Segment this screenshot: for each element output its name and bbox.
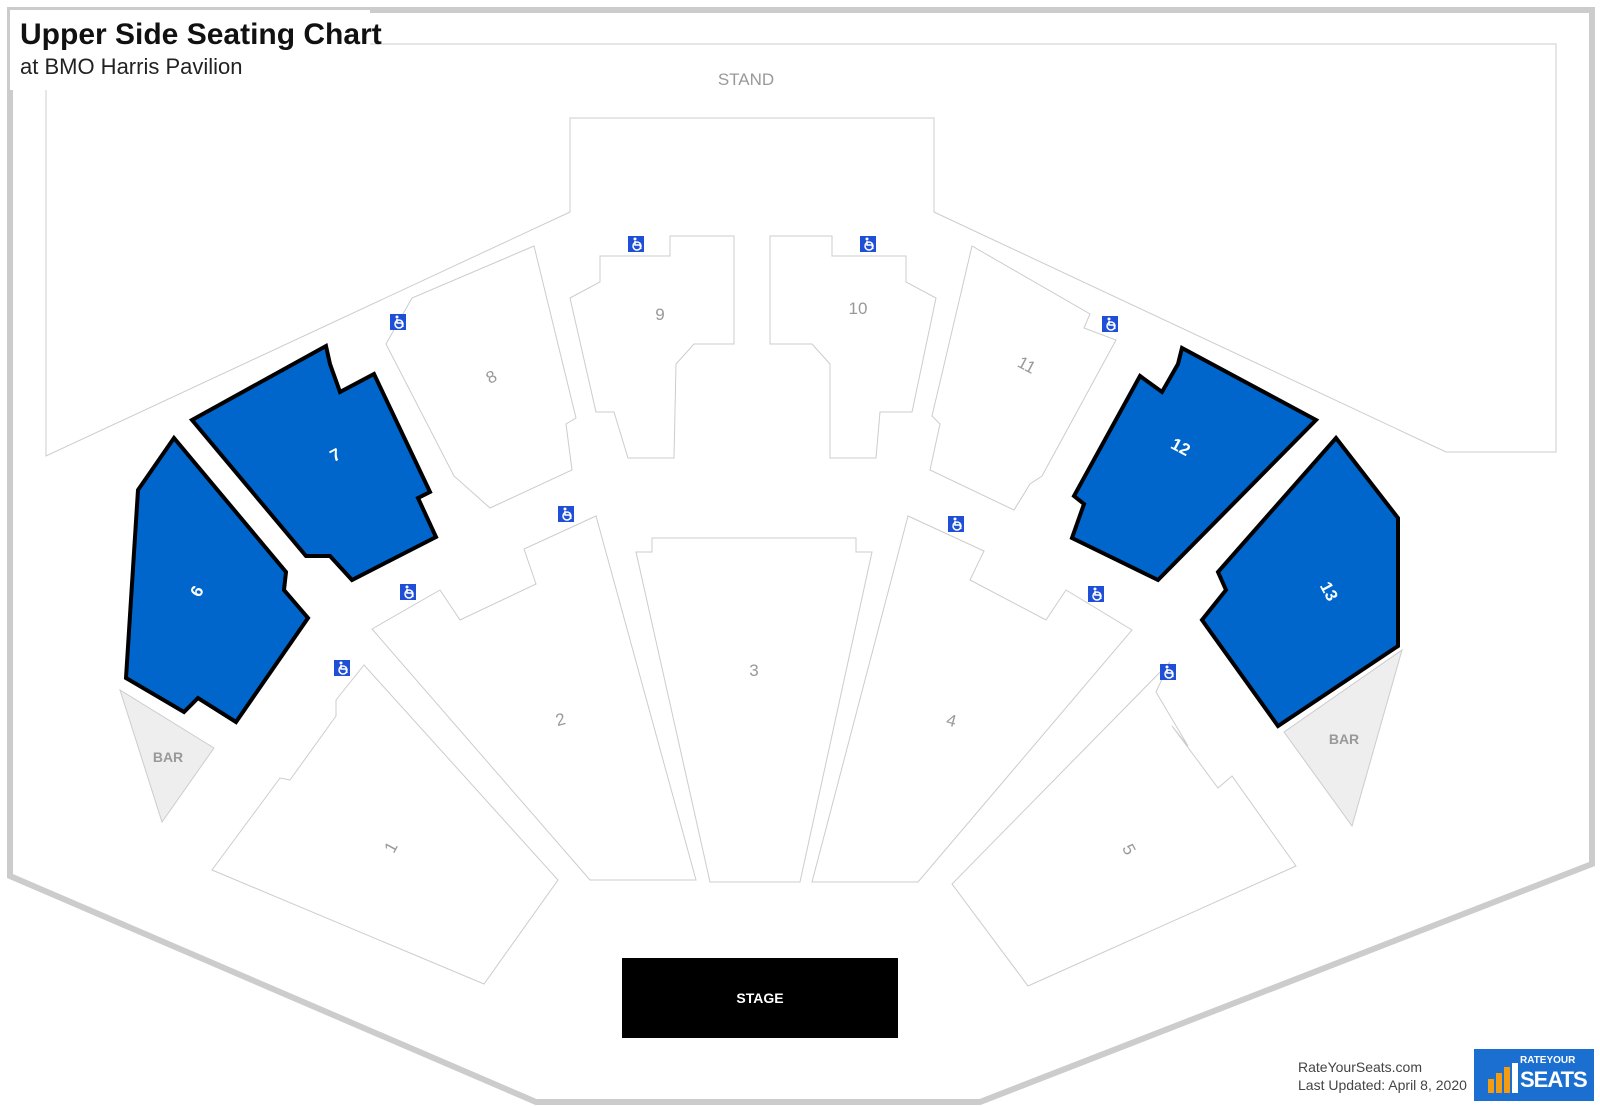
- wheelchair-icon: [558, 506, 574, 522]
- section-6[interactable]: 6: [123, 434, 311, 725]
- wheelchair-icon: [400, 584, 416, 600]
- footer-credits: RateYourSeats.com Last Updated: April 8,…: [1298, 1058, 1467, 1094]
- logo-big-text: SEATS: [1520, 1067, 1588, 1092]
- stage-label: STAGE: [736, 990, 783, 1006]
- section-5[interactable]: 5: [951, 661, 1297, 987]
- stand-area: [45, 43, 1557, 457]
- page-subtitle: at BMO Harris Pavilion: [20, 54, 243, 79]
- section-7[interactable]: 7: [188, 342, 439, 583]
- section-10[interactable]: 10: [769, 235, 937, 459]
- wheelchair-icon: [1102, 316, 1118, 332]
- section-8[interactable]: 8: [385, 245, 577, 509]
- section-3[interactable]: 3: [635, 537, 873, 883]
- section-label: 3: [749, 661, 758, 680]
- section-12[interactable]: 12: [1069, 345, 1320, 583]
- wheelchair-icon: [860, 236, 876, 252]
- bar-right: BAR: [1283, 648, 1403, 828]
- wheelchair-icon: [1160, 664, 1176, 680]
- section-label: 9: [655, 305, 664, 324]
- rateyourseats-logo[interactable]: RATEYOUR SEATS: [1474, 1049, 1594, 1101]
- logo-bars-icon: [1488, 1063, 1518, 1093]
- title-box: [10, 10, 370, 90]
- section-9[interactable]: 9: [569, 235, 735, 459]
- bar-left: BAR: [119, 688, 215, 824]
- section-13[interactable]: 13: [1199, 434, 1400, 729]
- wheelchair-icon: [1088, 586, 1104, 602]
- section-11[interactable]: 11: [929, 245, 1117, 511]
- section-1[interactable]: 1: [211, 664, 559, 985]
- section-4[interactable]: 4: [811, 515, 1133, 883]
- bar-label: BAR: [153, 749, 183, 765]
- page-title: Upper Side Seating Chart: [20, 18, 382, 51]
- stage: STAGE: [622, 958, 898, 1038]
- bar-label: BAR: [1329, 731, 1359, 747]
- wheelchair-icon: [390, 314, 406, 330]
- stand-label: STAND: [718, 70, 774, 89]
- logo-small-text: RATEYOUR: [1520, 1055, 1576, 1066]
- section-label: 10: [849, 299, 868, 318]
- wheelchair-icon: [948, 516, 964, 532]
- footer-updated: Last Updated: April 8, 2020: [1298, 1077, 1467, 1093]
- section-2[interactable]: 2: [371, 515, 697, 881]
- wheelchair-icon: [334, 660, 350, 676]
- wheelchair-icon: [628, 236, 644, 252]
- footer-site[interactable]: RateYourSeats.com: [1298, 1059, 1422, 1075]
